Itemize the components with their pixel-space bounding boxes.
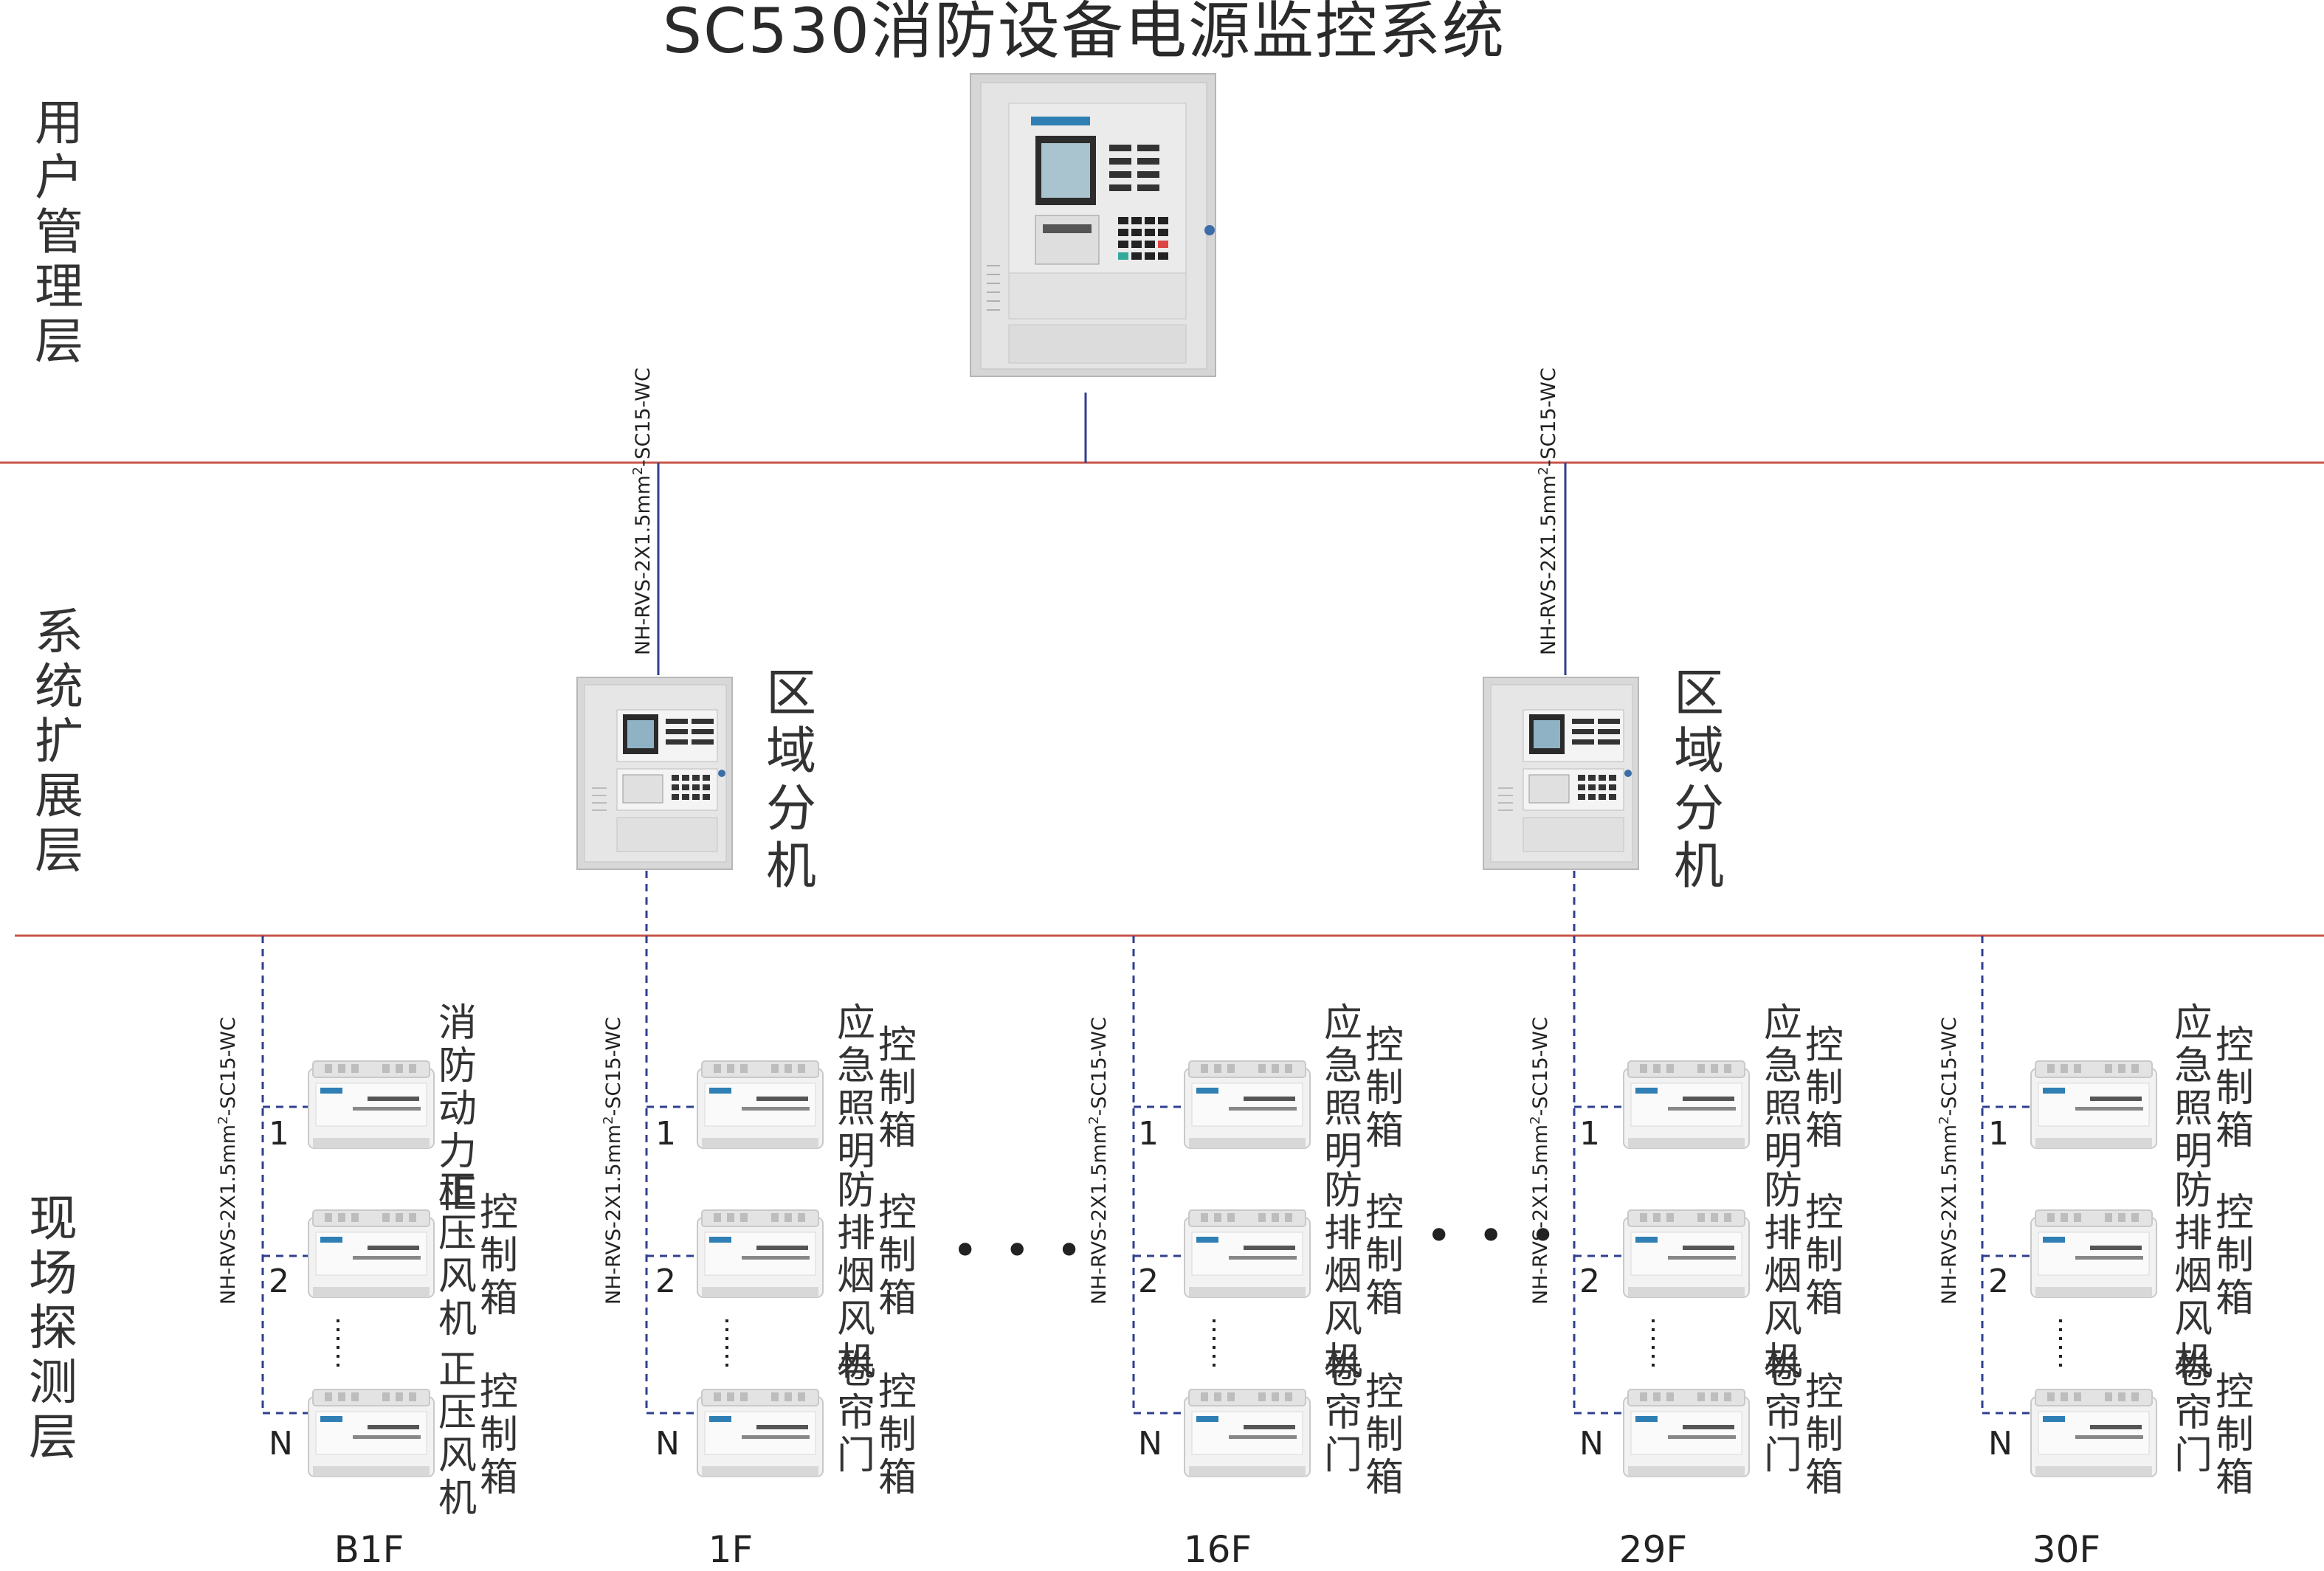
device-type-label: 控制箱 [877,1370,917,1500]
detector-module [308,1060,435,1149]
loop-index: 2 [269,1263,289,1300]
floor-label: 16F [1183,1528,1252,1571]
device-type-label: 控制箱 [877,1191,917,1321]
cable-label-b1f: NH-RVS-2X1.5mm2-SC15-WC [215,1017,240,1305]
loop-index: N [1579,1425,1604,1463]
detector-module [2030,1389,2157,1477]
device-name-label: 卷帘门 [2173,1348,2213,1478]
detector-module [1623,1060,1750,1149]
device-name-label: 防排烟风机 [1763,1169,1802,1384]
loop-index: 2 [1138,1263,1159,1300]
detector-module [308,1209,435,1298]
device-name-label: 应急照明 [836,1001,875,1174]
device-name-label: 应急照明 [1323,1001,1362,1174]
device-type-label: 控制箱 [479,1370,518,1500]
device-name-label: 卷帘门 [1323,1348,1362,1478]
loop-index: N [1988,1425,2013,1463]
device-type-label: 控制箱 [877,1023,917,1153]
loop-index: N [1138,1425,1162,1463]
loop-index: 2 [1579,1263,1600,1300]
device-name-label: 应急照明 [1763,1001,1802,1174]
loop-index: 2 [1988,1263,2009,1300]
floor-label: 30F [2032,1528,2101,1571]
main-monitor-cabinet [970,73,1216,377]
detector-module [1184,1209,1311,1298]
detector-module [2030,1209,2157,1298]
zone-cabinet-2 [1483,677,1639,870]
detector-module [308,1389,435,1477]
detector-module [1623,1209,1750,1298]
device-name-label: 正压风机 [438,1169,477,1342]
page-title: SC530消防设备电源监控系统 [662,0,1506,67]
floor-label: B1F [334,1528,404,1571]
loop-index: 1 [269,1115,289,1153]
detector-module [1623,1389,1750,1477]
loop-index: 2 [655,1263,676,1300]
device-name-label: 防排烟风机 [836,1169,875,1384]
loop-index: N [655,1425,680,1463]
cable-label-30f: NH-RVS-2X1.5mm2-SC15-WC [1937,1017,1961,1305]
device-name-label: 卷帘门 [836,1348,875,1478]
detector-module [1184,1389,1311,1477]
device-type-label: 控制箱 [1365,1191,1404,1321]
device-name-label: 正压风机 [438,1348,477,1521]
device-name-label: 防排烟风机 [2173,1169,2213,1384]
device-type-label: 控制箱 [2215,1370,2254,1500]
layer-label-field: 现场探测层 [29,1190,77,1465]
device-type-label: 控制箱 [1804,1023,1844,1153]
floor-label: 29F [1618,1528,1688,1571]
columns-ellipsis-1: • • • [952,1225,1089,1277]
loop-index: 1 [1988,1115,2009,1153]
device-name-label: 消防动力柜 [438,1001,477,1217]
loop-index: 1 [655,1115,676,1153]
device-name-label: 卷帘门 [1763,1348,1802,1478]
columns-ellipsis-2: • • • [1426,1210,1562,1262]
detector-module [1184,1060,1311,1149]
device-type-label: 控制箱 [1804,1370,1844,1500]
device-type-label: 控制箱 [1365,1370,1404,1500]
device-type-label: 控制箱 [2215,1023,2254,1153]
detector-module [697,1389,824,1477]
loop-index: 1 [1579,1115,1600,1153]
floor-label: 1F [708,1528,754,1571]
device-name-label: 防排烟风机 [1323,1169,1362,1384]
detector-module [697,1209,824,1298]
layer-label-extension: 系统扩展层 [35,604,83,879]
loop-index: 1 [1138,1115,1159,1153]
detector-module [697,1060,824,1149]
zone-cabinet-1 [576,677,733,870]
detector-module [2030,1060,2157,1149]
device-type-label: 控制箱 [1804,1191,1844,1321]
device-type-label: 控制箱 [1365,1023,1404,1153]
cable-label-1f: NH-RVS-2X1.5mm2-SC15-WC [601,1017,625,1305]
cable-label-bus-2: NH-RVS-2X1.5mm2-SC15-WC [1536,367,1560,655]
device-type-label: 控制箱 [479,1191,518,1321]
zone-unit-label-2: 区域分机 [1673,665,1724,896]
cable-label-bus-1: NH-RVS-2X1.5mm2-SC15-WC [630,367,655,655]
loop-index: N [269,1425,293,1463]
device-type-label: 控制箱 [2215,1191,2254,1321]
zone-unit-label-1: 区域分机 [765,665,816,896]
layer-label-user: 用户管理层 [35,94,83,370]
device-name-label: 应急照明 [2173,1001,2213,1174]
